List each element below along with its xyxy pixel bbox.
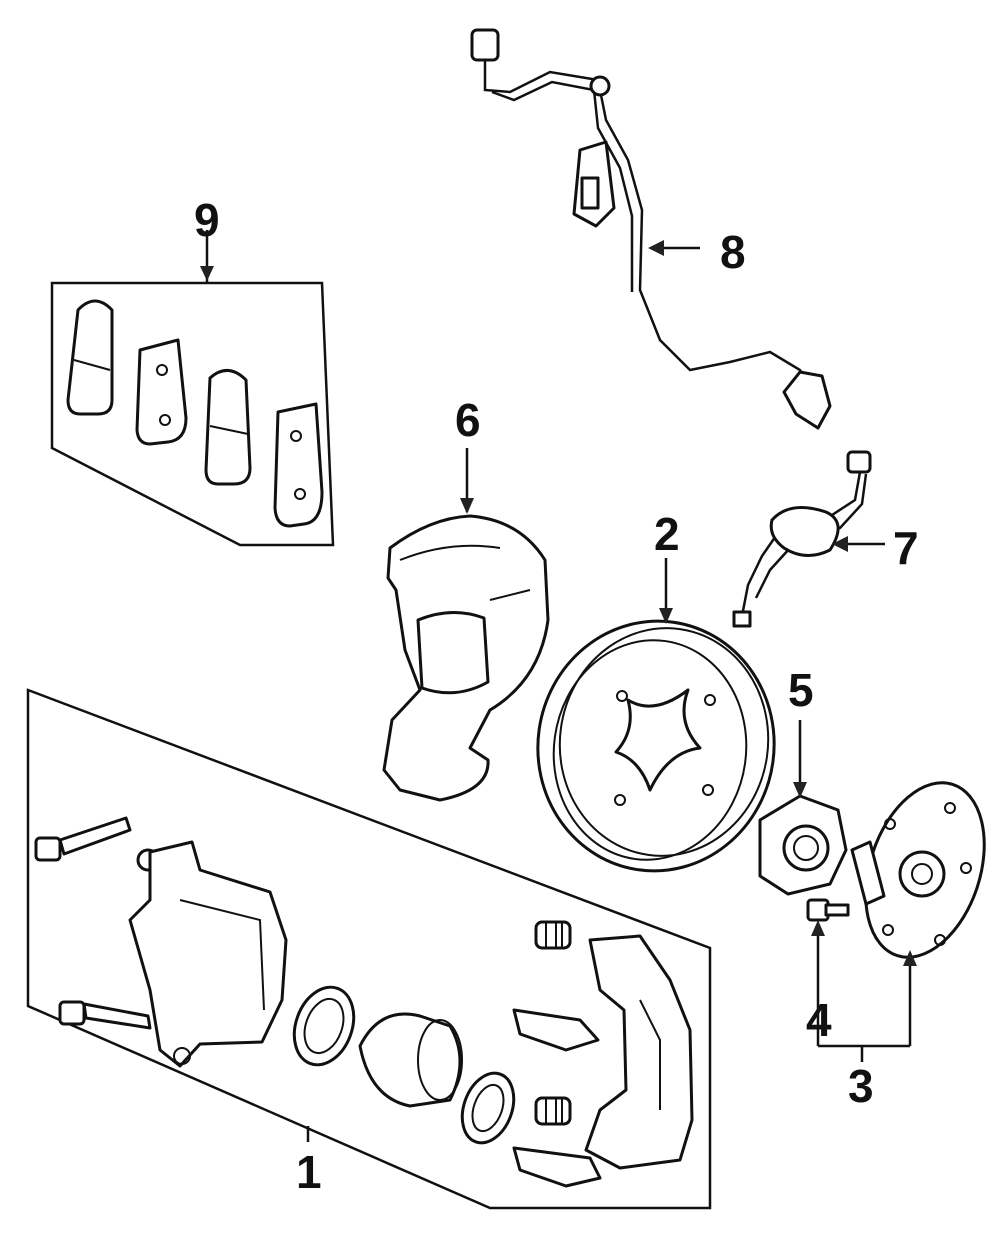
wheel-bearing (758, 720, 848, 896)
abs-sensor-front (470, 28, 832, 430)
callout-7: 7 (893, 522, 919, 574)
callout-4: 4 (806, 994, 832, 1046)
caliper-assembly (26, 688, 712, 1210)
callout-6: 6 (455, 394, 481, 446)
brake-rotor (536, 558, 776, 873)
callout-8: 8 (720, 226, 746, 278)
hub-assembly (850, 781, 986, 1046)
callout-1: 1 (296, 1146, 322, 1198)
callout-3: 3 (848, 1060, 874, 1112)
abs-sensor-rear (732, 450, 885, 628)
callout-9: 9 (194, 194, 220, 246)
callout-5: 5 (788, 664, 814, 716)
callout-2: 2 (654, 508, 680, 560)
splash-shield (382, 448, 550, 802)
hub-bolt (806, 898, 910, 1062)
brake-pad-set (50, 230, 335, 547)
